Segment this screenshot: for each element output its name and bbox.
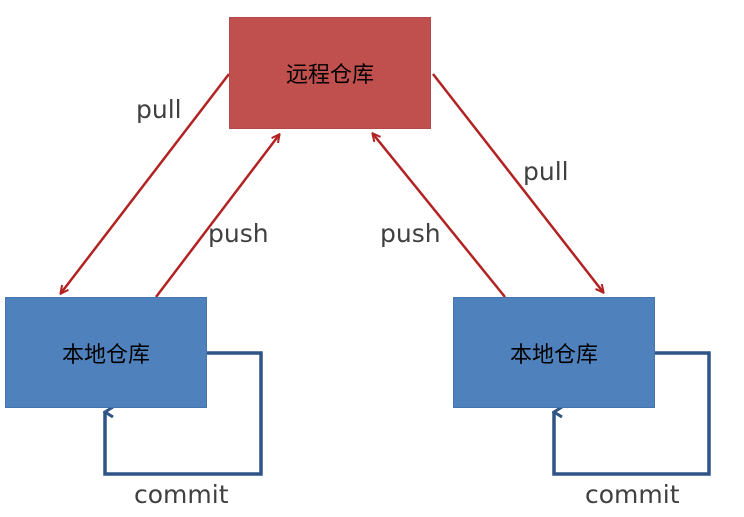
- push-arrow-left: [155, 135, 279, 298]
- commit-loop-left: [105, 351, 263, 476]
- push-label-left: push: [208, 219, 269, 248]
- local-repository-left-label: 本地仓库: [61, 342, 150, 368]
- push-arrow-right: [373, 134, 506, 298]
- push-label-right: push: [380, 219, 441, 248]
- local-repository-right-label: 本地仓库: [509, 342, 598, 368]
- commit-label-left: commit: [134, 480, 229, 509]
- pull-arrow-right: [432, 73, 603, 292]
- commit-loop-right: [554, 351, 711, 476]
- remote-repository-label: 远程仓库: [285, 63, 374, 88]
- pull-label-left: pull: [136, 95, 182, 124]
- pull-label-right: pull: [523, 157, 569, 186]
- pull-arrow-left: [61, 73, 230, 293]
- local-repository-right-node: 本地仓库: [453, 297, 655, 408]
- commit-label-right: commit: [585, 480, 680, 509]
- remote-repository-node: 远程仓库: [229, 17, 431, 129]
- local-repository-left-node: 本地仓库: [5, 297, 207, 408]
